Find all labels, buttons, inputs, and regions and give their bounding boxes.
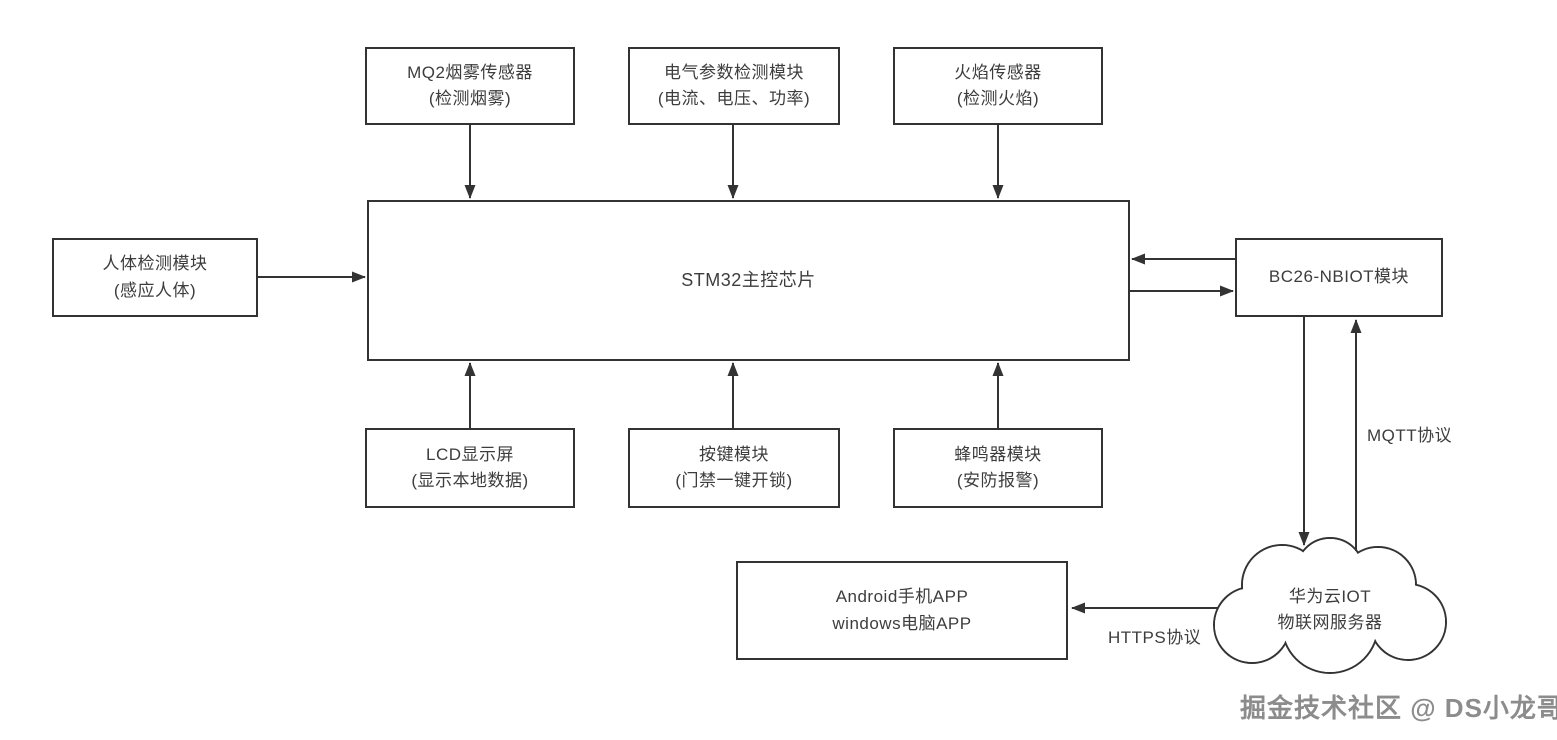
node-label: 华为云IOT bbox=[1288, 587, 1372, 606]
node-human-detect-module: 人体检测模块 (感应人体) bbox=[52, 238, 258, 317]
node-sublabel: (显示本地数据) bbox=[411, 471, 529, 490]
node-sublabel: (安防报警) bbox=[956, 471, 1040, 490]
node-label: BC26-NBIOT模块 bbox=[1268, 267, 1410, 287]
node-label: LCD显示屏 bbox=[425, 444, 514, 464]
node-sublabel: (检测烟雾) bbox=[428, 89, 512, 108]
node-sublabel: (检测火焰) bbox=[956, 89, 1040, 108]
node-client-apps: Android手机APP windows电脑APP bbox=[736, 561, 1068, 660]
node-label: MQ2烟雾传感器 bbox=[407, 62, 533, 82]
node-bc26-nbiot-module: BC26-NBIOT模块 bbox=[1235, 238, 1443, 317]
node-label: 火焰传感器 bbox=[954, 62, 1042, 82]
node-sublabel: (电流、电压、功率) bbox=[657, 89, 811, 108]
node-buzzer-module: 蜂鸣器模块 (安防报警) bbox=[893, 428, 1103, 508]
node-label: Android手机APP bbox=[835, 587, 969, 607]
node-mq2-smoke-sensor: MQ2烟雾传感器 (检测烟雾) bbox=[365, 47, 575, 125]
watermark-text: 掘金技术社区 @ DS小龙哥 bbox=[1240, 693, 1557, 723]
node-flame-sensor: 火焰传感器 (检测火焰) bbox=[893, 47, 1103, 125]
cloud-icon bbox=[1213, 537, 1447, 674]
edge-label-https: HTTPS协议 bbox=[1108, 628, 1202, 647]
edge-label-mqtt: MQTT协议 bbox=[1367, 426, 1453, 445]
node-label: 按键模块 bbox=[699, 444, 769, 464]
node-sublabel: (感应人体) bbox=[113, 280, 197, 300]
node-label: 蜂鸣器模块 bbox=[954, 444, 1042, 464]
node-label: 电气参数检测模块 bbox=[664, 62, 804, 82]
node-sublabel: (门禁一键开锁) bbox=[675, 471, 793, 490]
node-huawei-cloud-label: 华为云IOT 物联网服务器 bbox=[1230, 584, 1430, 637]
node-key-module: 按键模块 (门禁一键开锁) bbox=[628, 428, 840, 508]
node-label: STM32主控芯片 bbox=[681, 269, 816, 290]
node-lcd-display: LCD显示屏 (显示本地数据) bbox=[365, 428, 575, 508]
node-electrical-param-module: 电气参数检测模块 (电流、电压、功率) bbox=[628, 47, 840, 125]
node-label: 人体检测模块 bbox=[102, 254, 208, 274]
node-sublabel: 物联网服务器 bbox=[1277, 613, 1383, 633]
node-stm32-mcu: STM32主控芯片 bbox=[367, 200, 1130, 361]
node-sublabel: windows电脑APP bbox=[832, 613, 972, 633]
